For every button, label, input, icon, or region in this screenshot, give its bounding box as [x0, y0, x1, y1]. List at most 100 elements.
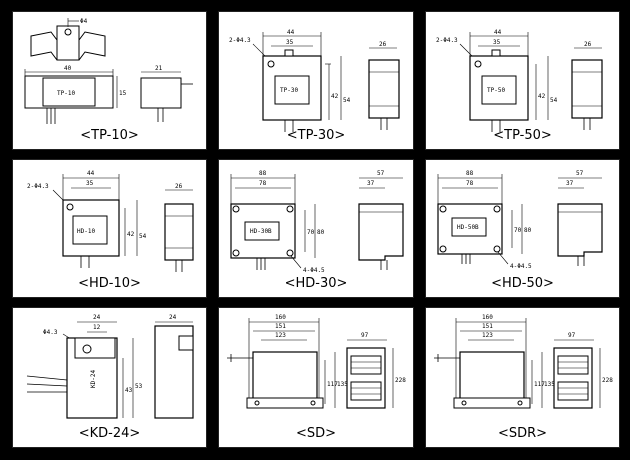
sd-hole-left — [254, 400, 260, 406]
sd-base-plate — [246, 397, 324, 409]
tp-50-width-label: 44 — [494, 29, 502, 36]
panel-hd-10: 44 35 2-Φ4.3 HD-10 42 54 26 <HD-10> — [12, 159, 207, 298]
sd-body — [252, 351, 318, 407]
hd-50-hole-tr — [493, 205, 501, 213]
hd-30-hole-br — [286, 249, 294, 257]
hd-30-h2-label: 80 — [317, 229, 325, 236]
sdr-h2-label: 135 — [544, 381, 555, 388]
tp-10-depth-label: 21 — [155, 65, 163, 72]
sdr-hole-right — [517, 400, 523, 406]
sd-w2-label: 151 — [275, 323, 286, 330]
hd-30-holes-label: 4-Φ4.5 — [303, 267, 325, 274]
hd-50-pitch-label: 78 — [466, 180, 474, 187]
hd-50-depth-label: 57 — [576, 170, 584, 177]
sd-h2-label: 135 — [337, 381, 348, 388]
panel-hd-30: 88 78 HD-30B 4-Φ4.5 70 80 57 37 — [218, 159, 414, 298]
tp-30-mount-hole — [267, 60, 275, 68]
hd-50-side-view — [557, 203, 603, 257]
tp-10-width-label: 40 — [64, 65, 72, 72]
tp-30-side-view — [368, 59, 400, 119]
tp-30-model-label: TP-30 — [280, 87, 298, 94]
sdr-drawing: 160 151 123 117 135 97 — [434, 314, 613, 409]
kd-24-w2-label: 12 — [93, 324, 101, 331]
tp-50-pitch-label: 35 — [493, 39, 501, 46]
hd-50-label-plate — [451, 217, 487, 237]
tp-10-label-plate — [42, 77, 96, 107]
sd-hole-right — [310, 400, 316, 406]
tp-10-model-label: TP-10 — [57, 90, 75, 97]
hd-10-h2-label: 54 — [139, 233, 147, 240]
hd-50-hole-br — [493, 245, 501, 253]
hd-10-label-plate — [72, 215, 108, 245]
hd-10-h1-label: 42 — [127, 231, 135, 238]
hd-30-width-label: 88 — [259, 170, 267, 177]
tp-30-pitch-label: 35 — [286, 39, 294, 46]
sdr-depth-label: 97 — [568, 332, 576, 339]
hd-10-pitch-label: 35 — [86, 180, 94, 187]
tp-10-hole-label: Φ4 — [80, 18, 88, 25]
tp-50-caption: <TP-50> — [493, 128, 552, 143]
kd-24-drawing: 24 12 Φ4.3 KD-24 43 53 24 — [26, 314, 194, 419]
tp-50-model-label: TP-50 — [487, 87, 505, 94]
sdr-h3-label: 228 — [602, 377, 613, 384]
hd-10-holes-label: 2-Φ4.3 — [27, 183, 49, 190]
kd-24-width-label: 24 — [93, 314, 101, 321]
tp-50-depth-label: 26 — [584, 41, 592, 48]
tp-30-caption: <TP-30> — [286, 128, 346, 143]
tp-30-h1-label: 42 — [331, 93, 339, 100]
tp-10-side-view — [140, 77, 182, 109]
sdr-w1-label: 160 — [482, 314, 493, 321]
tp-10-drawing: Φ4 40 TP-10 15 21 — [24, 18, 193, 124]
panel-tp-50: 44 35 2-Φ4.3 TP-50 42 54 26 < — [425, 11, 620, 150]
sdr-h1-label: 117 — [534, 381, 545, 388]
kd-24-h1-label: 43 — [125, 387, 133, 394]
hd-30-d2-label: 37 — [367, 180, 375, 187]
tp-30-holes-label: 2-Φ4.3 — [229, 37, 251, 44]
tp-30-width-label: 44 — [287, 29, 295, 36]
sd-vent-top — [350, 355, 382, 375]
tp-50-h2-label: 54 — [550, 97, 558, 104]
sdr-base-plate — [453, 397, 531, 409]
hd-10-drawing: 44 35 2-Φ4.3 HD-10 42 54 26 — [27, 170, 194, 272]
hd-50-hole-tl — [439, 205, 447, 213]
panel-hd-50: 88 78 HD-50B 4-Φ4.5 70 80 57 37 — [425, 159, 620, 298]
sd-h1-label: 117 — [327, 381, 338, 388]
hd-10-mount-hole — [66, 203, 74, 211]
hd-30-side-view — [358, 203, 404, 261]
tp-30-label-plate — [274, 75, 310, 105]
kd-24-mount-tab — [74, 337, 116, 359]
kd-24-side-tab — [178, 335, 194, 351]
hd-30-hole-bl — [232, 249, 240, 257]
sdr-vent-top — [557, 355, 589, 375]
hd-30-label-plate — [244, 221, 280, 241]
hd-30-hole-tr — [286, 205, 294, 213]
panel-sdr: 160 151 123 117 135 97 — [425, 307, 620, 448]
sdr-vent-bottom — [557, 381, 589, 401]
tp-50-label-plate — [481, 75, 517, 105]
tp-50-side-view — [571, 59, 603, 119]
tp-30-depth-label: 26 — [379, 41, 387, 48]
kd-24-model-label: KD-24 — [90, 370, 97, 388]
sd-w3-label: 123 — [275, 332, 286, 339]
sdr-hole-left — [461, 400, 467, 406]
hd-30-caption: <HD-30> — [284, 276, 348, 291]
hd-50-holes-label: 4-Φ4.5 — [510, 263, 532, 270]
tp-30-terminal — [284, 49, 294, 57]
sdr-w2-label: 151 — [482, 323, 493, 330]
sd-w1-label: 160 — [275, 314, 286, 321]
tp-50-h1-label: 42 — [538, 93, 546, 100]
hd-30-hole-tl — [232, 205, 240, 213]
tp-50-drawing: 44 35 2-Φ4.3 TP-50 42 54 26 — [436, 29, 603, 132]
hd-50-caption: <HD-50> — [491, 276, 554, 291]
tp-10-hole — [64, 28, 72, 36]
sd-drawing: 160 151 123 117 135 97 — [227, 314, 406, 409]
sd-h3-label: 228 — [395, 377, 406, 384]
tp-50-mount-hole — [474, 60, 482, 68]
kd-24-side-label: 24 — [169, 314, 177, 321]
hd-10-caption: <HD-10> — [78, 276, 141, 291]
hd-10-width-label: 44 — [87, 170, 95, 177]
sdr-w3-label: 123 — [482, 332, 493, 339]
hd-50-d2-label: 37 — [566, 180, 574, 187]
tp-10-caption: <TP-10> — [80, 128, 139, 143]
